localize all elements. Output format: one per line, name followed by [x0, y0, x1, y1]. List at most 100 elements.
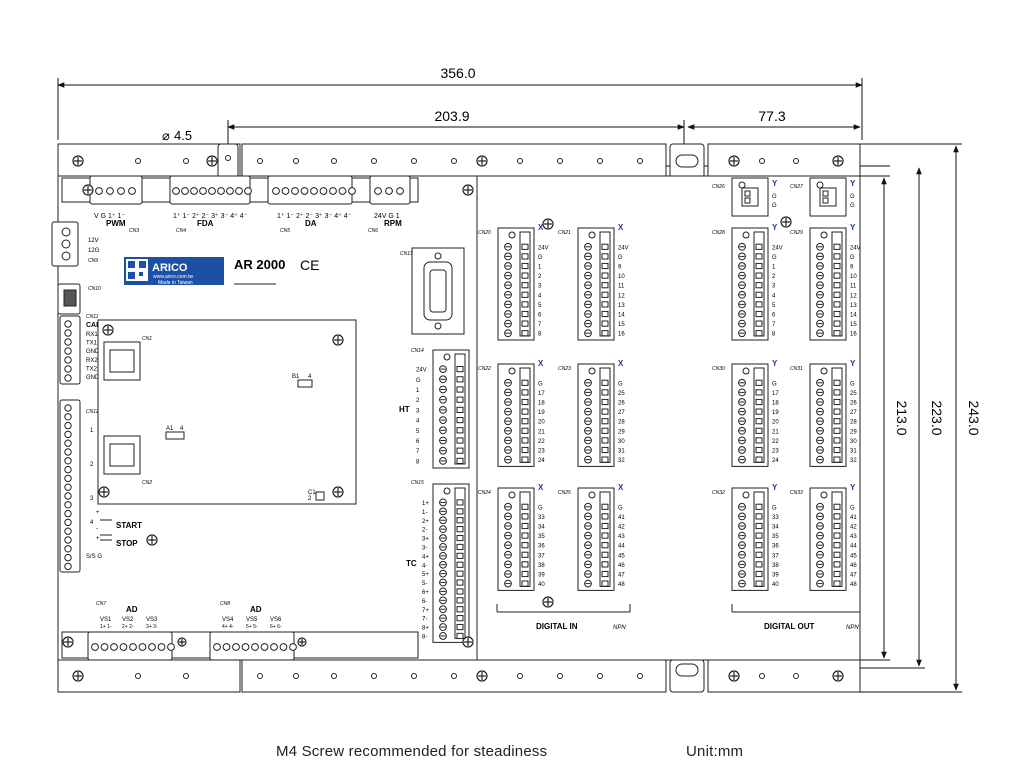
terminal-pin	[199, 187, 207, 195]
terminal-pin-label: 43	[850, 534, 857, 540]
terminal-pin	[232, 643, 240, 651]
io-block-label: CN32	[712, 490, 725, 496]
terminal-pin-label: 27	[618, 410, 625, 416]
terminal-pin-label: G	[618, 381, 623, 387]
right-width-label: 77.3	[758, 108, 785, 124]
terminal-pin-label: 26	[618, 401, 625, 407]
a1-pin4: 4	[180, 426, 184, 432]
terminal-pin-label: 24	[538, 458, 545, 464]
io-block-label: CN22	[478, 366, 491, 372]
mount-hole	[135, 158, 141, 164]
cn1-label: CN1	[142, 336, 152, 342]
mount-hole	[371, 673, 377, 679]
terminal-pin	[64, 329, 72, 337]
terminal-pin	[64, 465, 72, 474]
io-block-tag: Y	[772, 359, 778, 368]
cn8-label: CN8	[220, 601, 230, 607]
stop-label: STOP	[116, 539, 138, 548]
terminal-pin-label: G	[850, 505, 855, 511]
power-pin-label: G	[772, 203, 777, 209]
terminal-pin-label: 3	[538, 284, 542, 290]
terminal-pin-label: 16	[850, 332, 857, 338]
terminal-pin	[61, 227, 71, 237]
terminal-pin-label: 48	[850, 582, 857, 588]
cn9-pin-12g: 12G	[88, 248, 100, 254]
terminal-pin-label: G	[772, 255, 777, 261]
terminal-pin-label: 24V	[618, 245, 629, 251]
cn12-group-label: 4	[90, 520, 94, 526]
ss-g-label: S/S G	[86, 554, 102, 560]
mounting-rails	[57, 143, 861, 693]
terminal-pin-label: 18	[772, 401, 779, 407]
terminal-pin-label: 10	[850, 274, 857, 280]
terminal-pin	[374, 187, 382, 195]
terminal-pin	[190, 187, 198, 195]
cn11-label: CN11	[86, 314, 99, 320]
terminal-pin	[138, 643, 147, 651]
terminal-pin	[117, 187, 125, 195]
cn15-label: CN15	[411, 480, 424, 486]
terminal-pin-label: 6	[772, 313, 776, 319]
io-block-tag: Y	[850, 359, 856, 368]
cn4-title: FDA	[197, 219, 214, 228]
terminal-pin	[64, 536, 72, 544]
terminal-pin-label: 24V	[416, 368, 427, 374]
terminal-pin-label: 38	[538, 563, 545, 569]
cn5-title: DA	[305, 219, 317, 228]
terminal-pin-label: 38	[772, 563, 779, 569]
terminal-pin-label: 9	[618, 265, 622, 271]
terminal-pin-label: 43	[618, 534, 625, 540]
terminal-pin-label: 7	[538, 322, 542, 328]
terminal-pin-label: 7	[772, 322, 776, 328]
cn12-group-label: 1	[90, 428, 94, 434]
terminal-pin-label: 5	[538, 303, 542, 309]
terminal-pin-label: 6-	[422, 599, 427, 605]
terminal-pin-label: 12	[850, 293, 857, 299]
terminal-pin-label: 8	[416, 459, 420, 465]
terminal-pin-label: 34	[772, 525, 779, 531]
mount-hole	[557, 158, 563, 164]
terminal-pin-label: 13	[850, 303, 857, 309]
terminal-pin	[61, 251, 71, 261]
terminal-pin-label: 28	[618, 420, 625, 426]
terminal-pin-label: 6+	[422, 590, 429, 596]
terminal-pin-label: 21	[772, 429, 779, 435]
terminal-pin-label: G	[618, 255, 623, 261]
top-connector-pins	[95, 187, 404, 195]
terminal-pin-label: 47	[850, 573, 857, 579]
terminal-pin	[64, 527, 72, 535]
terminal-pin	[167, 643, 175, 651]
io-block-label: CN20	[478, 230, 491, 236]
digital-in-type: NPN	[613, 625, 626, 631]
ad-group-pins: 4+ 4-	[222, 624, 234, 630]
inner-height-label: 213.0	[894, 400, 910, 435]
mount-hole	[331, 673, 337, 679]
mount-hole	[793, 158, 799, 164]
terminal-pin	[348, 187, 356, 195]
mount-hole	[331, 158, 337, 164]
pcb-screws	[102, 324, 114, 336]
terminal-pin	[241, 643, 250, 651]
start-minus: -	[96, 526, 98, 532]
terminal-pin	[396, 187, 404, 195]
terminal-pin	[64, 562, 72, 571]
terminal-pin-label: 41	[850, 515, 857, 521]
terminal-pin	[119, 643, 128, 651]
terminal-pin	[222, 643, 231, 651]
can-pin-label: RX1	[86, 332, 98, 338]
power-pin-label: G	[850, 203, 855, 209]
terminal-pin-label: 47	[618, 573, 625, 579]
mount-hole	[517, 673, 523, 679]
can-pin-label: RX2	[86, 358, 98, 364]
terminal-pin-label: 6	[538, 313, 542, 319]
terminal-pin-label: 18	[538, 401, 545, 407]
terminal-pin-label: 26	[850, 401, 857, 407]
power-connector-label: CN26	[712, 184, 725, 190]
terminal-pin	[260, 643, 269, 651]
terminal-pin-label: 1+	[422, 501, 429, 507]
ht-title: HT	[399, 405, 410, 414]
terminal-pin-label: 40	[772, 582, 779, 588]
terminal-pin-label: 36	[538, 544, 545, 550]
